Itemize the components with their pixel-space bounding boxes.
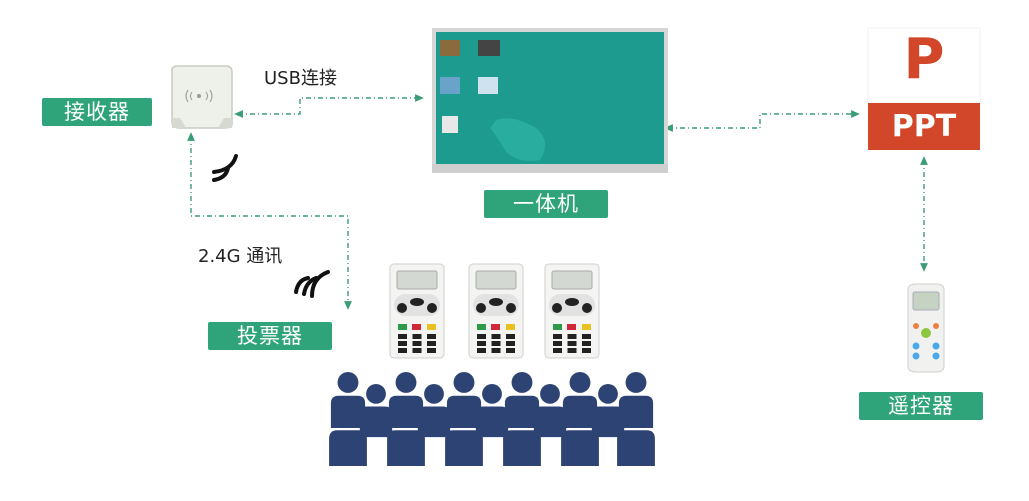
people-icon [329, 372, 655, 466]
clicker-icon [389, 263, 445, 359]
connector-ppt [664, 110, 860, 132]
connector-usb [234, 94, 424, 118]
receiver-device-icon [171, 65, 233, 129]
ppt-letter: P [903, 27, 945, 92]
connector-24g [187, 132, 352, 310]
monitor-icon [432, 28, 668, 173]
remote-control-icon [907, 283, 945, 373]
clicker-icon [468, 263, 524, 359]
wifi-signal-icon [212, 154, 238, 182]
voter-label: 投票器 [208, 322, 332, 350]
ppt-logo-icon [867, 27, 981, 150]
remote-label: 遥控器 [859, 392, 983, 420]
aio-label: 一体机 [484, 190, 608, 218]
clicker-icon [544, 263, 600, 359]
usb-connection-label: USB连接 [264, 68, 337, 89]
receiver-label: 接收器 [42, 98, 152, 126]
ppt-text: PPT [891, 109, 957, 144]
wifi-signal-icon [294, 270, 330, 298]
comm-label: 2.4G 通讯 [198, 246, 283, 267]
